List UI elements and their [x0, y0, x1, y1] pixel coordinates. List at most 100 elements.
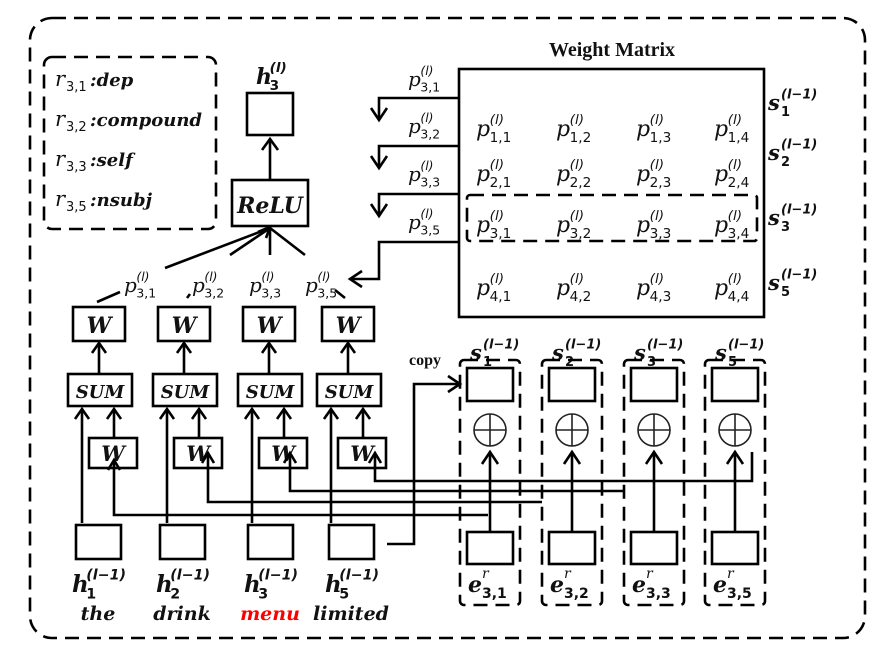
symbol-subscript: 1	[483, 355, 492, 370]
symbol-subscript: 3,1	[482, 586, 507, 602]
symbol-subscript: 1	[781, 105, 790, 120]
relation-symbol: r	[55, 187, 67, 211]
edge-embedding-box	[710, 530, 760, 566]
hidden-state-label: h1(l−1)	[72, 567, 126, 602]
symbol-superscript: (l)	[420, 63, 433, 78]
symbol-superscript: r	[646, 566, 654, 582]
arrow-head	[105, 406, 123, 420]
w-label: W	[172, 313, 199, 339]
state-box	[629, 366, 679, 403]
relation-name: :compound	[90, 110, 202, 131]
symbol-base: p	[476, 276, 490, 301]
symbol-base: p	[408, 210, 421, 234]
arrow-head	[644, 449, 664, 465]
arrow-head	[175, 340, 193, 354]
arrow-head	[243, 406, 261, 420]
symbol-superscript: (l)	[490, 271, 504, 287]
token-word: drink	[153, 603, 211, 625]
relation-subscript: 3,5	[66, 200, 87, 215]
sum-label: SUM	[161, 382, 211, 403]
token-the: h1(l−1)the	[72, 523, 126, 625]
symbol-subscript: 2,2	[570, 175, 592, 191]
arrow-head	[562, 449, 582, 465]
hidden-state-box	[74, 523, 123, 561]
hidden-state-label: h2(l−1)	[156, 567, 210, 602]
symbol-subscript: 3	[781, 220, 790, 235]
arrow-head	[260, 136, 280, 151]
symbol-subscript: 3	[647, 355, 656, 370]
hidden-state-box	[246, 523, 295, 561]
relation-symbol: r	[55, 107, 67, 131]
arrow-head	[260, 340, 278, 354]
sum-label: SUM	[246, 382, 296, 403]
symbol-subscript: 3,1	[136, 286, 156, 301]
symbol-subscript: 3,5	[420, 223, 440, 238]
symbol-superscript: (l−1)	[170, 567, 210, 583]
symbol-base: p	[636, 162, 650, 187]
symbol-base: h	[325, 571, 342, 598]
symbol-base: p	[476, 162, 490, 187]
symbol-base: p	[714, 276, 728, 301]
token-limited: h5(l−1)limited	[313, 523, 389, 625]
symbol-superscript: (l)	[570, 112, 584, 128]
arrow-head	[190, 406, 208, 420]
symbol-subscript: 5	[728, 355, 737, 370]
symbol-superscript: (l)	[728, 208, 742, 224]
hidden-state-box	[327, 523, 376, 561]
symbol-base: p	[408, 114, 421, 138]
symbol-base: p	[714, 117, 728, 142]
symbol-base: e	[632, 572, 646, 598]
symbol-base: p	[556, 276, 570, 301]
symbol-subscript: 3,3	[261, 286, 281, 301]
symbol-superscript: (l)	[650, 112, 664, 128]
symbol-base: s	[767, 140, 780, 165]
w-box	[71, 305, 127, 343]
output-box	[245, 91, 295, 137]
symbol-base: s	[767, 90, 780, 115]
w-label: W	[257, 313, 284, 339]
symbol-subscript: 1,2	[570, 130, 592, 146]
symbol-superscript: (l−1)	[647, 337, 683, 352]
hidden-state-box	[158, 523, 207, 561]
symbol-base: p	[305, 273, 318, 297]
symbol-base: p	[714, 162, 728, 187]
arrow-head	[90, 340, 108, 354]
state-box	[465, 366, 515, 403]
legend-box	[42, 55, 218, 231]
symbol-superscript: (l)	[420, 206, 433, 221]
relation-symbol: r	[55, 67, 67, 91]
symbol-base: p	[124, 273, 137, 297]
symbol-superscript: (l)	[136, 269, 149, 284]
symbol-superscript: (l)	[490, 157, 504, 173]
symbol-subscript: 3,5	[727, 586, 752, 602]
arrow-head	[158, 406, 176, 420]
symbol-base: s	[767, 205, 780, 230]
symbol-base: p	[556, 213, 570, 238]
state-column-frame	[622, 358, 686, 607]
symbol-subscript: 3,3	[420, 175, 440, 190]
copy-label: copy	[409, 352, 441, 369]
symbol-subscript: 1,1	[490, 130, 512, 146]
symbol-superscript: (l)	[650, 157, 664, 173]
symbol-subscript: 4,4	[728, 289, 750, 305]
symbol-subscript: 2	[565, 355, 574, 370]
